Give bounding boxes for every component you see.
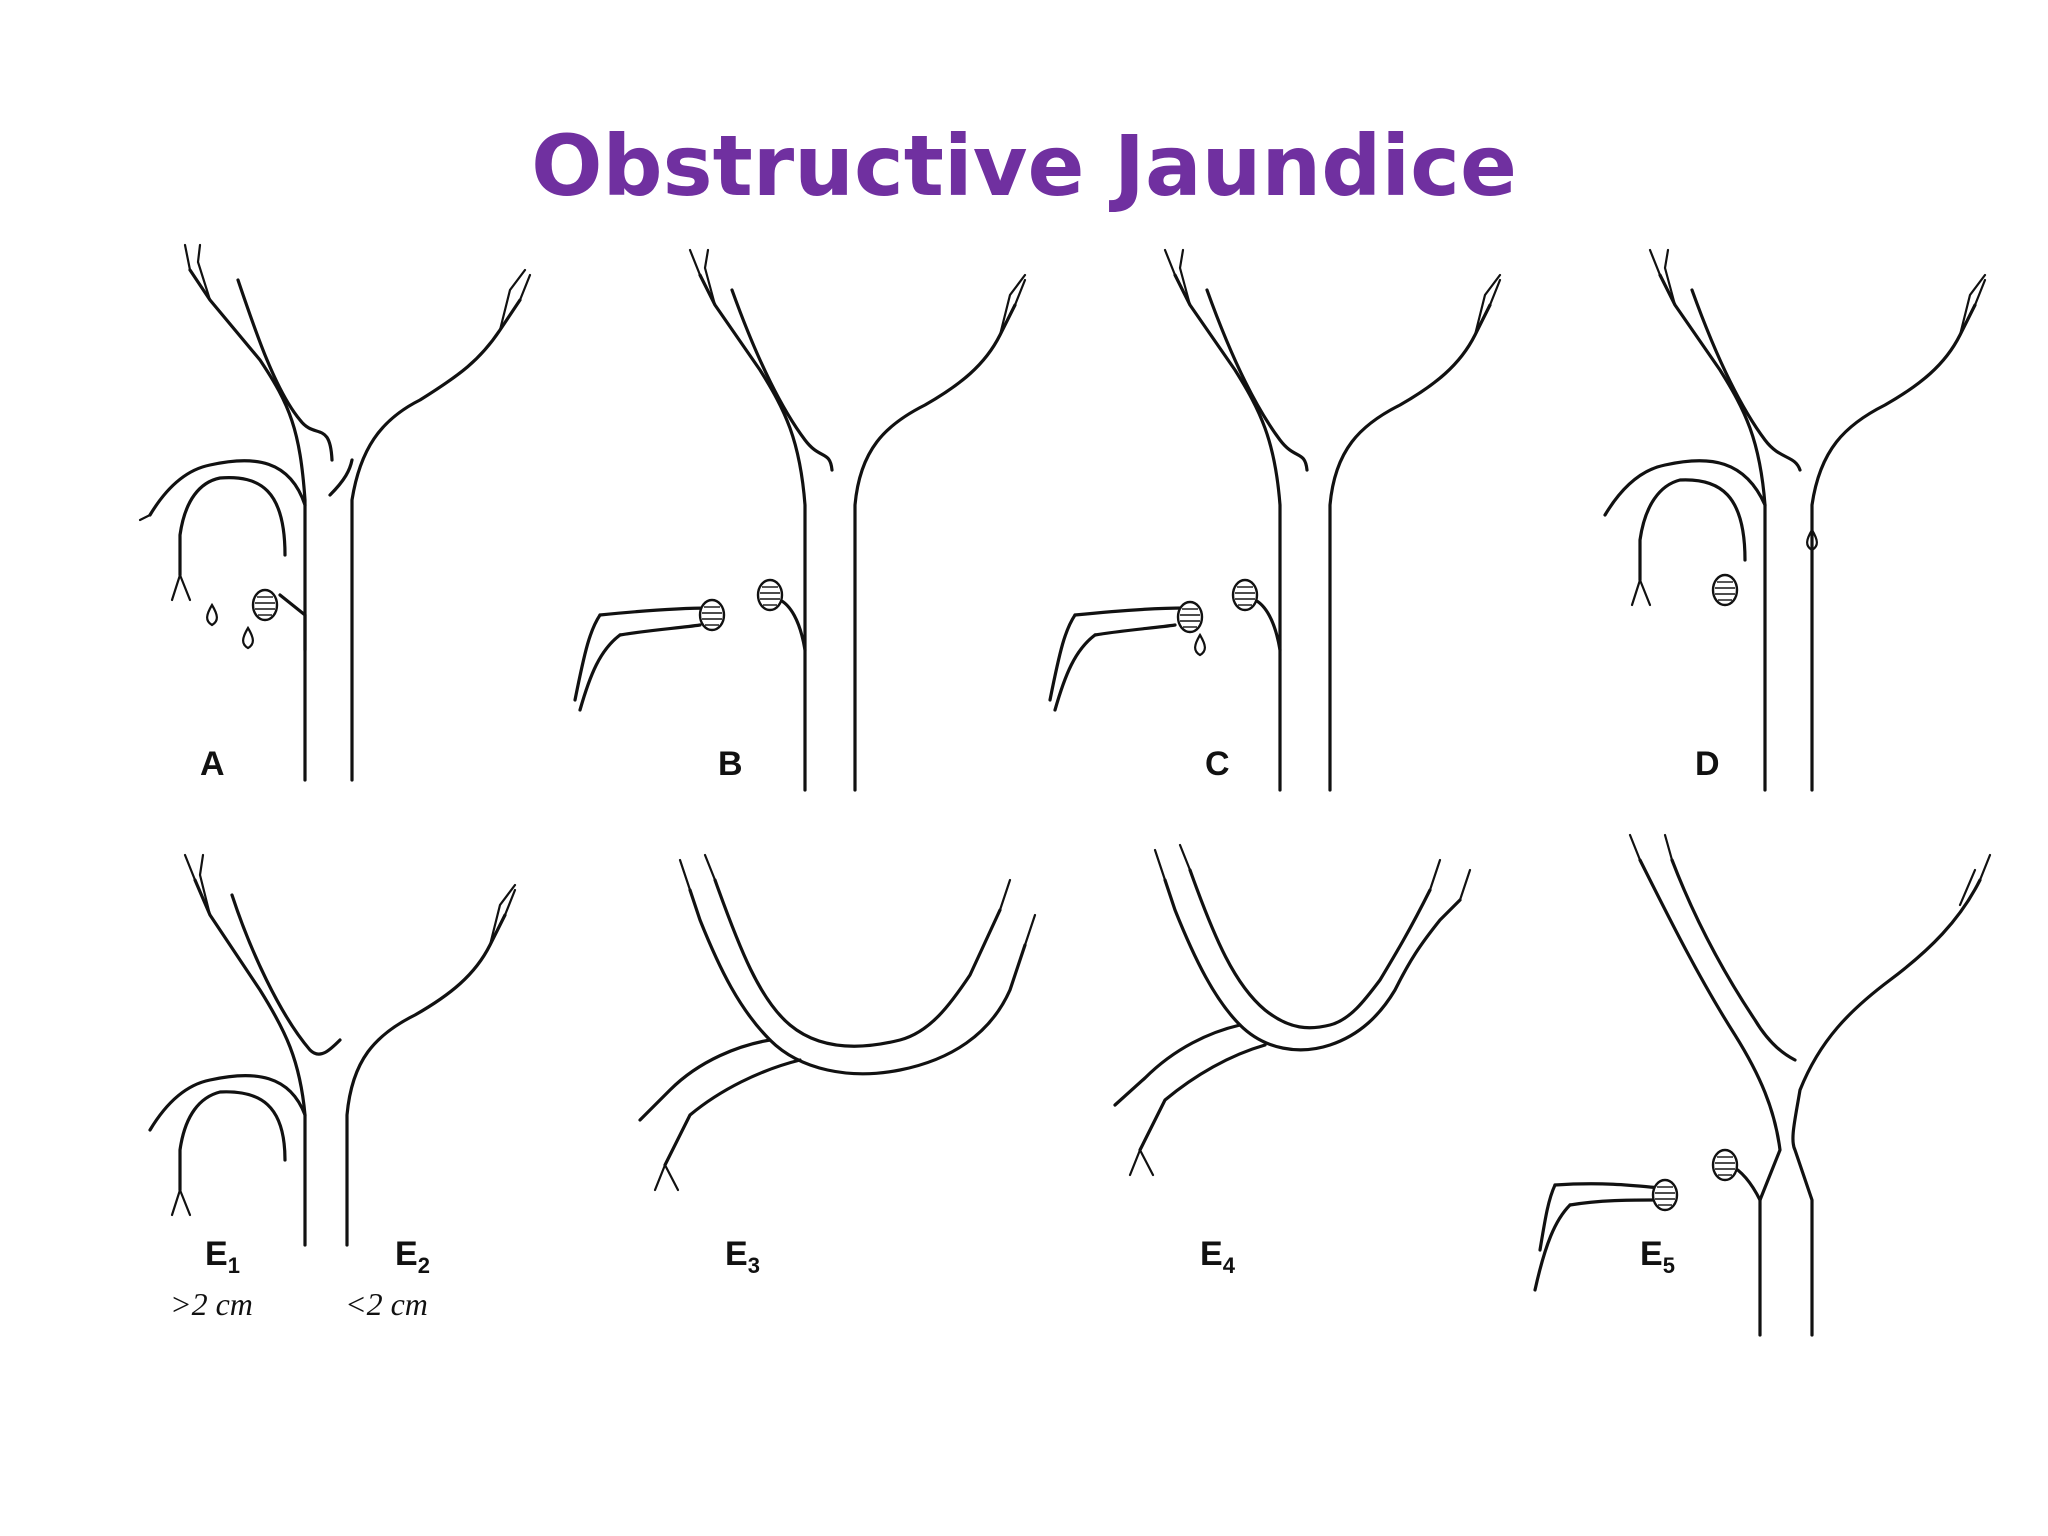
severed-duct-b — [573, 598, 726, 712]
panel-label-e1: E1 — [205, 1235, 240, 1278]
duct-drawing-e3 — [638, 853, 1037, 1192]
duct-drawing-a — [138, 243, 532, 782]
panel-note-e1: >2 cm — [170, 1286, 253, 1322]
panel-a: A — [138, 243, 532, 783]
panel-label-e2: E2 — [395, 1235, 430, 1278]
panel-label-b: B — [718, 745, 743, 783]
panel-note-e2: <2 cm — [345, 1286, 428, 1322]
duct-drawing-e4 — [1113, 843, 1472, 1177]
panel-label-d: D — [1695, 745, 1720, 783]
panel-label-e3: E3 — [725, 1235, 760, 1278]
panel-b: B — [573, 248, 1027, 792]
duct-drawing-b — [688, 248, 1027, 792]
panel-c: C — [1048, 248, 1502, 792]
panel-e1-e2: E1 >2 cm E2 <2 cm — [148, 853, 517, 1322]
severed-duct-e5 — [1533, 1178, 1679, 1292]
duct-drawing-e5 — [1628, 833, 1992, 1337]
severed-duct-c — [1048, 600, 1206, 712]
panel-d: D — [1603, 248, 1987, 792]
duct-drawing-c — [1163, 248, 1502, 792]
duct-drawing-d — [1603, 248, 1987, 792]
panel-e4: E4 — [1113, 843, 1472, 1278]
panel-label-a: A — [200, 745, 225, 783]
panel-e3: E3 — [638, 853, 1037, 1278]
panel-e5: E5 — [1533, 833, 1992, 1337]
slide-title: Obstructive Jaundice — [531, 117, 1517, 215]
panel-label-e5: E5 — [1640, 1235, 1675, 1278]
panel-label-e4: E4 — [1200, 1235, 1236, 1278]
panel-label-c: C — [1205, 745, 1230, 783]
duct-drawing-e1-e2 — [148, 853, 517, 1247]
